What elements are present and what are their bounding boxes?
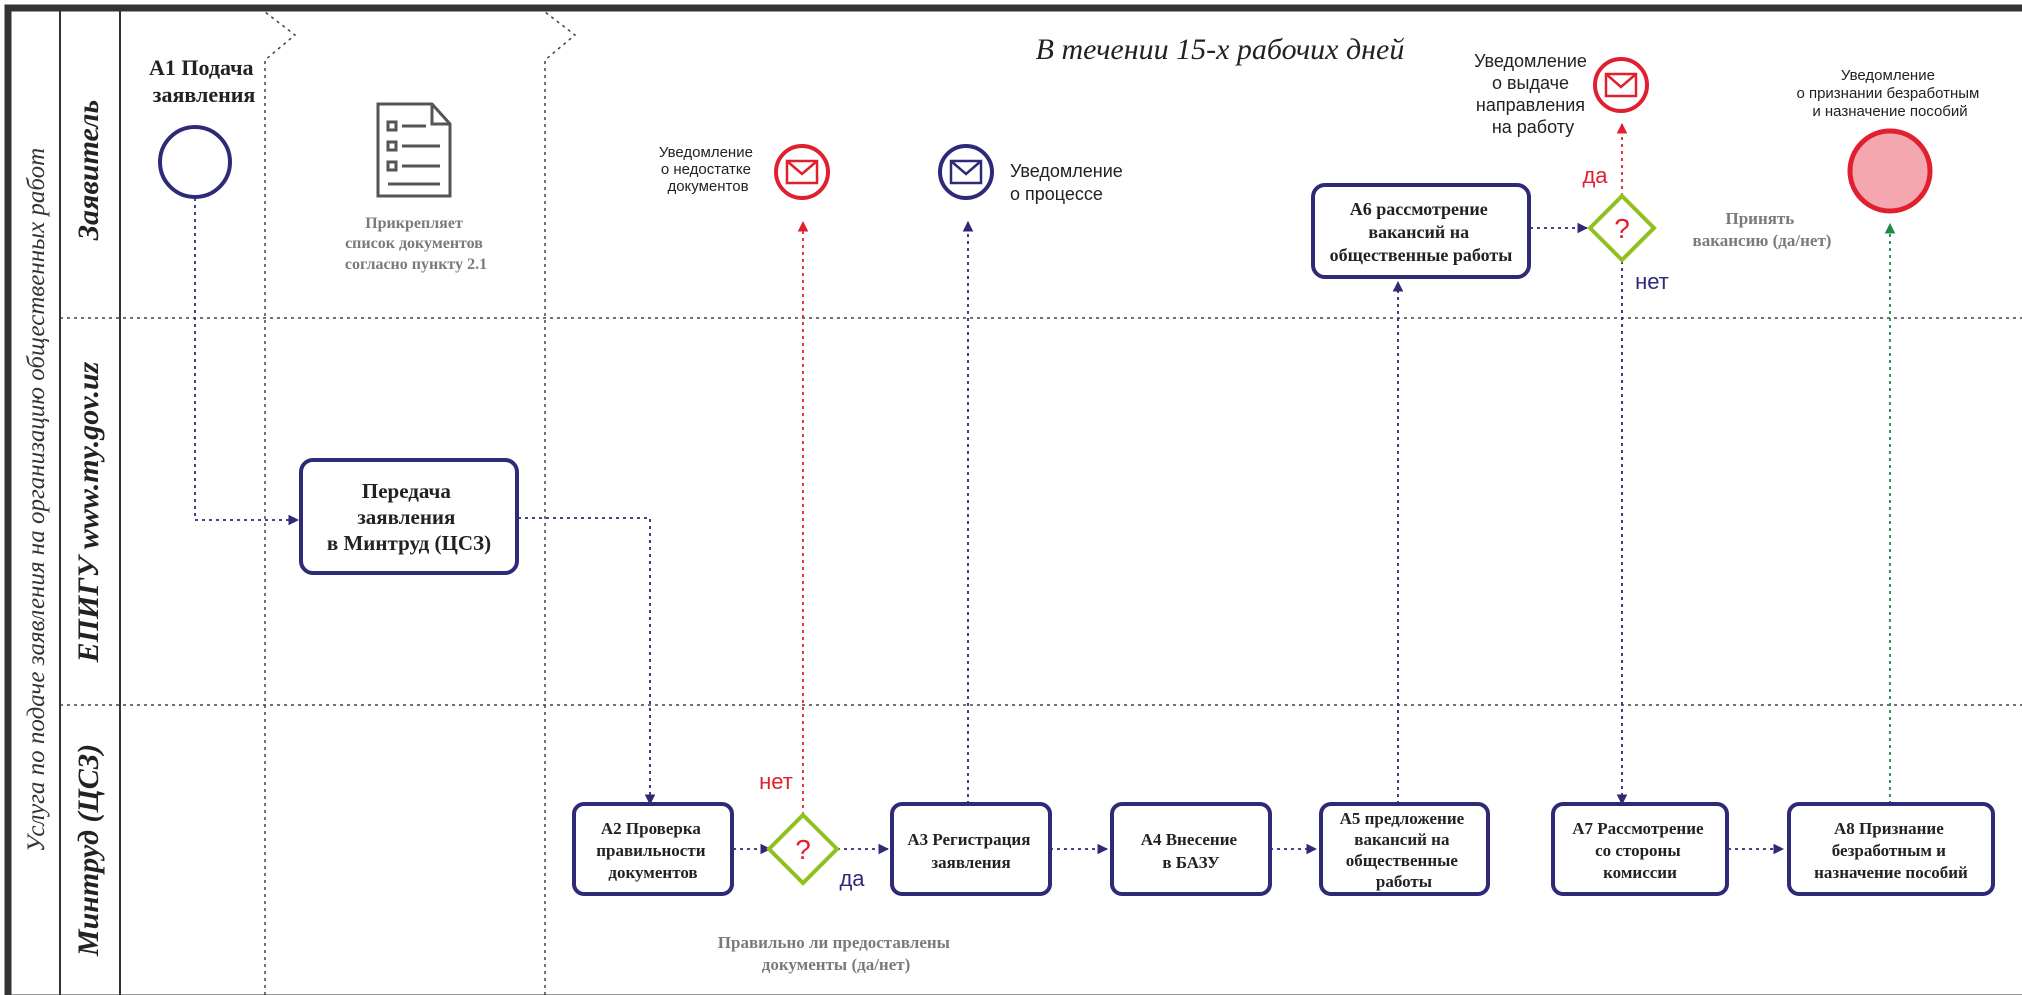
- task-a7: А7 Рассмотрение со стороны комиссии: [1551, 802, 1729, 896]
- svg-text:А7 Рассмотрение со сторо: А7 Рассмотрение со стороны комиссии: [1572, 819, 1708, 882]
- notify-unemployed-label: Уведомление о признании безработным и на…: [1796, 67, 1983, 120]
- envelope-icon: [774, 144, 830, 200]
- lane-label-mintrud: Минтруд (ЦСЗ): [72, 744, 105, 957]
- flow-label-yes-vacancy: да: [1582, 163, 1608, 188]
- task-transfer: Передача заявления в Минтруд (ЦСЗ): [299, 458, 519, 575]
- lane-label-applicant: Заявитель: [72, 100, 105, 241]
- attachment-note: Прикрепляет список документов согласно п…: [345, 215, 487, 273]
- start-event-label: А1 Подача заявления: [149, 55, 259, 107]
- svg-text:А5 предложение вакансий: А5 предложение вакансий на общественные …: [1340, 809, 1469, 891]
- lane-label-epigu: ЕПИГУ www.my.gov.uz: [72, 361, 105, 663]
- notify-referral-label: Уведомление о выдаче направления на рабо…: [1474, 51, 1592, 137]
- gateway-vacancy-question: Принять вакансию (да/нет): [1693, 209, 1832, 250]
- gateway-vacancy: ?: [1587, 193, 1657, 263]
- task-a2: А2 Проверка правильности документов: [572, 802, 734, 896]
- start-event: [158, 125, 232, 199]
- phase-separators: [264, 11, 577, 995]
- svg-text:А8 Признание безработным: А8 Признание безработным и назначение по…: [1814, 819, 1968, 882]
- svg-text:А6 рассмотрение вакансий: А6 рассмотрение вакансий на общественные…: [1330, 199, 1513, 265]
- pool-frame: [4, 4, 2022, 995]
- svg-text:А4 Внесение в БАЗУ: А4 Внесение в БАЗУ: [1141, 830, 1242, 872]
- sequence-flows: [194, 122, 1896, 855]
- task-a3: А3 Регистрация заявления: [890, 802, 1052, 896]
- task-a6: А6 рассмотрение вакансий на общественные…: [1311, 183, 1531, 279]
- task-a4: А4 Внесение в БАЗУ: [1110, 802, 1272, 896]
- gateway-docs: ?: [766, 812, 840, 886]
- svg-text:А2 Проверка правильности: А2 Проверка правильности документов: [596, 819, 710, 882]
- flow-start-to-transfer: [194, 198, 300, 526]
- svg-text:?: ?: [795, 834, 811, 865]
- document-list-icon: [376, 102, 452, 198]
- envelope-icon: [938, 144, 994, 200]
- end-event: [1847, 128, 1933, 214]
- flow-transfer-to-a2: [518, 517, 656, 806]
- svg-text:А3 Регистрация заявления: А3 Регистрация заявления: [907, 830, 1034, 872]
- time-note: В течении 15-х рабочих дней: [1036, 33, 1405, 66]
- pool-title: Услуга по подаче заявления на организаци…: [23, 148, 50, 852]
- flow-label-yes-docs: да: [839, 866, 865, 891]
- svg-text:Передача заявления: Передача заявления в Минтруд (ЦСЗ): [327, 479, 491, 555]
- svg-text:?: ?: [1614, 213, 1630, 244]
- notify-process-label: Уведомление о процессе: [1010, 161, 1128, 204]
- gateway-docs-question: Правильно ли предоставлены документы (да…: [718, 933, 954, 974]
- task-a5: А5 предложение вакансий на общественные …: [1319, 802, 1490, 896]
- task-a8: А8 Признание безработным и назначение по…: [1787, 802, 1995, 896]
- envelope-icon: [1593, 57, 1649, 113]
- flow-label-no-docs: нет: [759, 769, 793, 794]
- notify-missing-docs-label: Уведомление о недостатке документов: [659, 144, 757, 195]
- lane-separators: [60, 317, 2022, 706]
- flow-label-no-vacancy: нет: [1635, 269, 1669, 294]
